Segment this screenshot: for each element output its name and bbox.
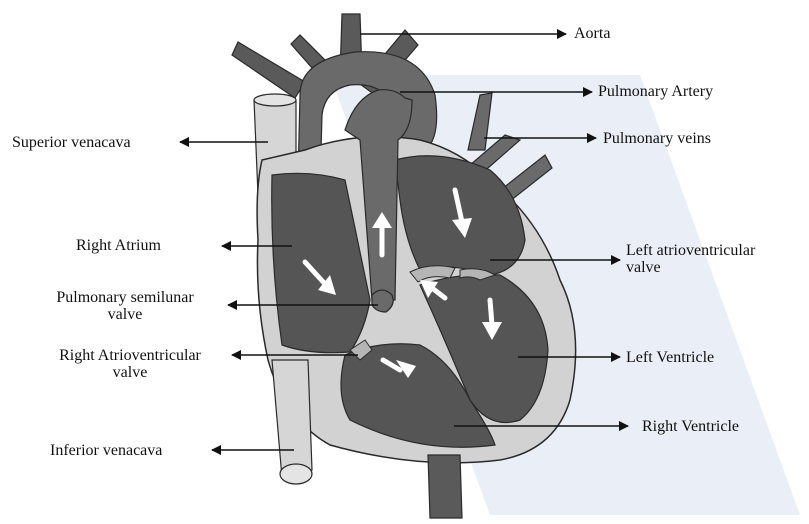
descending-aorta	[428, 455, 462, 518]
label-right-av-valve-line2: valve	[30, 364, 230, 381]
inferior-vena-cava-opening	[280, 464, 312, 484]
label-superior-venacava: Superior venacava	[12, 134, 131, 151]
label-left-av-valve: Left atrioventricular valve	[626, 242, 755, 276]
label-pulmonary-semilunar-line1: Pulmonary semilunar	[25, 289, 225, 306]
label-right-av-valve-line1: Right Atrioventricular	[30, 347, 230, 364]
label-pulmonary-veins: Pulmonary veins	[603, 130, 711, 147]
label-pulmonary-semilunar-line2: valve	[25, 306, 225, 323]
label-left-ventricle: Left Ventricle	[626, 349, 714, 366]
label-inferior-venacava: Inferior venacava	[50, 442, 162, 459]
label-right-atrium: Right Atrium	[76, 237, 161, 254]
inferior-vena-cava	[272, 360, 312, 478]
label-right-av-valve: Right Atrioventricular valve	[30, 347, 230, 381]
label-left-av-valve-line2: valve	[626, 259, 755, 276]
pulmonary-semilunar-valve	[372, 290, 393, 312]
superior-vena-cava-opening	[254, 94, 296, 106]
label-aorta: Aorta	[574, 25, 610, 42]
label-pulmonary-artery: Pulmonary Artery	[598, 83, 713, 100]
label-right-ventricle: Right Ventricle	[642, 418, 739, 435]
label-pulmonary-semilunar-valve: Pulmonary semilunar valve	[25, 289, 225, 323]
label-left-av-valve-line1: Left atrioventricular	[626, 242, 755, 259]
